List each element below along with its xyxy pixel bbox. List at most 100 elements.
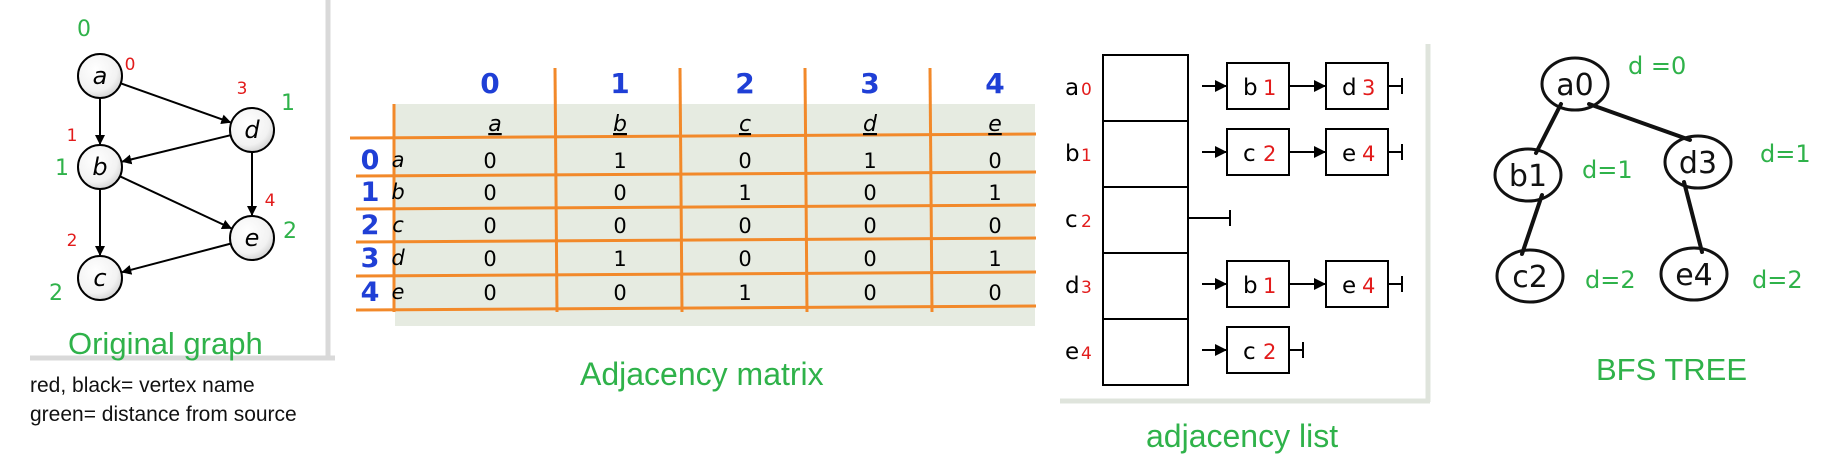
matrix-cell: 1 xyxy=(988,247,1001,271)
list-vertex-mark: 0 xyxy=(1081,80,1092,100)
matrix-cell: 1 xyxy=(738,281,751,305)
list-vertex-label: a xyxy=(1065,75,1079,101)
graph-node-red-index: 2 xyxy=(67,231,78,251)
tree-node-b1: b1 d=1 xyxy=(1493,147,1633,203)
list-node-label: c xyxy=(1243,339,1256,365)
matrix-cell: 0 xyxy=(988,149,1001,173)
adjacency-list-caption: adjacency list xyxy=(1146,418,1339,454)
matrix-column-index: 1 xyxy=(610,67,629,100)
tree-node-outline xyxy=(1495,248,1565,304)
list-vertex-mark: 3 xyxy=(1081,278,1092,298)
adjacency-matrix-caption: Adjacency matrix xyxy=(580,356,824,392)
matrix-cell: 0 xyxy=(863,181,876,205)
tree-node-a0: a0d =0 xyxy=(1540,52,1686,112)
graph-node-circle xyxy=(77,255,123,301)
graph-node-green-distance: 0 xyxy=(77,17,91,42)
tree-node-distance: d=2 xyxy=(1752,266,1803,294)
list-vertex-label: c xyxy=(1065,207,1078,233)
matrix-column-label: a xyxy=(488,112,501,137)
graph-node-circle xyxy=(229,215,275,261)
matrix-row-label: a xyxy=(392,148,405,172)
tree-node-distance: d =0 xyxy=(1628,52,1686,80)
graph-node-label: b xyxy=(92,153,107,181)
tree-node-label: e4 xyxy=(1675,258,1713,293)
legend-line-distance: green= distance from source xyxy=(30,403,297,426)
list-node-label: d xyxy=(1342,75,1357,101)
tree-node-e4: e4 d=2 xyxy=(1659,246,1803,302)
matrix-background xyxy=(395,104,1035,326)
matrix-cell: 0 xyxy=(738,214,751,238)
tree-node-distance: d=1 xyxy=(1582,156,1633,184)
matrix-column-divider xyxy=(803,67,809,313)
list-vertex-mark: 4 xyxy=(1081,344,1092,364)
list-node-b xyxy=(1226,260,1290,308)
list-node-mark: 4 xyxy=(1362,274,1375,298)
list-node-mark: 1 xyxy=(1263,76,1276,100)
list-node-b xyxy=(1226,62,1290,110)
graph-node-b: b11 xyxy=(55,126,123,190)
tree-edge-a0-d3 xyxy=(1587,102,1692,142)
list-node-d xyxy=(1325,62,1389,110)
list-node-e xyxy=(1325,128,1389,176)
matrix-column-index: 2 xyxy=(735,67,754,100)
graph-node-green-distance: 2 xyxy=(49,281,63,306)
list-node-label: e xyxy=(1342,141,1356,167)
matrix-cell: 0 xyxy=(483,149,496,173)
matrix-column-index: 0 xyxy=(480,67,499,100)
legend-line-vertex-name: red, black= vertex name xyxy=(30,374,255,397)
matrix-cell: 0 xyxy=(988,214,1001,238)
list-node-c xyxy=(1226,326,1290,374)
tree-edge-a0-b1 xyxy=(1534,102,1563,155)
matrix-column-label: b xyxy=(613,112,627,137)
graph-node-label: c xyxy=(93,264,106,292)
matrix-row-index: 2 xyxy=(361,210,380,241)
tree-node-outline xyxy=(1540,56,1610,112)
matrix-column-divider xyxy=(553,67,559,313)
graph-node-label: d xyxy=(244,116,260,144)
matrix-row-divider xyxy=(355,236,1037,244)
matrix-row-index: 3 xyxy=(361,243,380,274)
matrix-cell: 0 xyxy=(613,214,626,238)
graph-node-red-index: 4 xyxy=(265,191,276,211)
matrix-cell: 0 xyxy=(483,214,496,238)
matrix-cell: 0 xyxy=(483,281,496,305)
tree-edge-b1-c2 xyxy=(1520,193,1544,256)
matrix-cell: 1 xyxy=(988,181,1001,205)
matrix-column-label: c xyxy=(739,112,751,137)
matrix-cell: 1 xyxy=(613,247,626,271)
tree-node-distance: d=2 xyxy=(1585,266,1636,294)
tree-node-label: b1 xyxy=(1509,159,1547,194)
matrix-cell: 0 xyxy=(738,149,751,173)
list-vertex-mark: 1 xyxy=(1081,146,1092,166)
graph-node-circle xyxy=(229,107,275,153)
graph-edge-d-b xyxy=(121,134,231,165)
matrix-column-index: 3 xyxy=(860,67,879,100)
matrix-column-index: 4 xyxy=(985,67,1004,100)
list-vertex-label: d xyxy=(1065,273,1080,299)
graph-edge-e-c xyxy=(121,242,231,275)
matrix-row-divider xyxy=(355,170,1037,178)
list-node-label: b xyxy=(1243,75,1258,101)
matrix-row-divider xyxy=(355,270,1037,278)
graph-node-circle xyxy=(77,53,123,99)
matrix-row-divider xyxy=(355,304,1037,312)
matrix-row-label: b xyxy=(391,180,404,204)
matrix-cell: 0 xyxy=(613,181,626,205)
matrix-cell: 0 xyxy=(863,247,876,271)
matrix-row-divider xyxy=(349,132,1037,140)
tree-node-label: d3 xyxy=(1679,146,1717,181)
matrix-cell: 0 xyxy=(483,247,496,271)
list-node-e xyxy=(1325,260,1389,308)
